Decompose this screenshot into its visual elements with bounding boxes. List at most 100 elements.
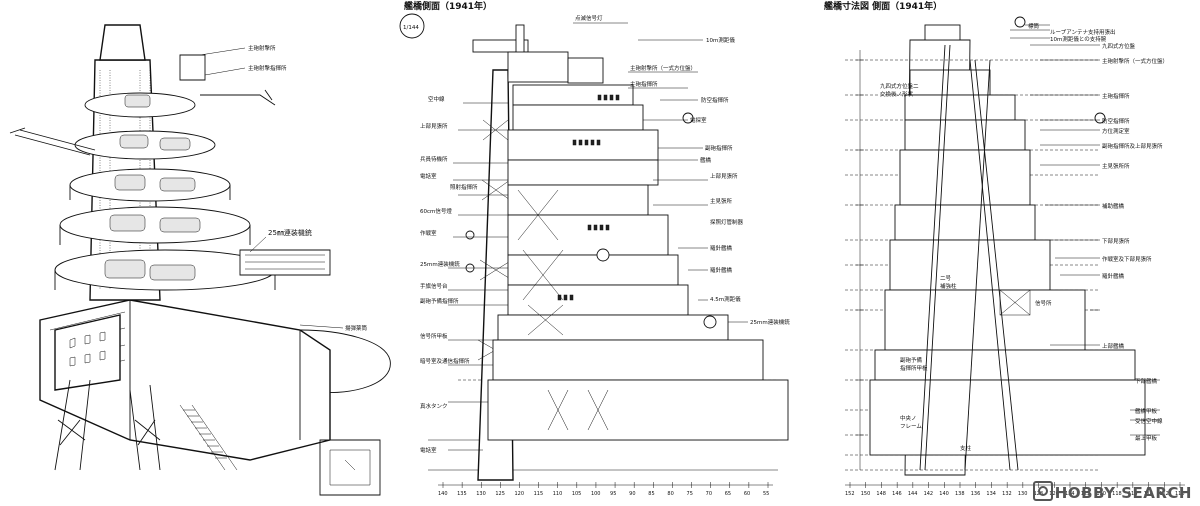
label-l6: 作戦室 bbox=[420, 229, 437, 237]
side-ruler-label: 70 bbox=[706, 491, 712, 497]
label-l11: 暗号室及通信指揮所 bbox=[420, 357, 470, 365]
label-l12: 真水タンク bbox=[420, 402, 448, 410]
side-ruler-label: 80 bbox=[667, 491, 673, 497]
dims-ruler-label: 122 bbox=[1081, 491, 1091, 497]
dlabel-r1: ループアンテナ支持用張出 bbox=[1050, 28, 1115, 36]
dims-ruler-label: 118 bbox=[1112, 491, 1122, 497]
side-ruler-label: 90 bbox=[629, 491, 635, 497]
label-main-gun-director: 主砲射撃指揮所 bbox=[248, 64, 287, 72]
dims-ruler-label: 114 bbox=[1144, 491, 1154, 497]
side-ruler-label: 140 bbox=[438, 491, 448, 497]
side-ruler-label: 105 bbox=[572, 491, 582, 497]
label-r0: 点滅信号灯 bbox=[575, 14, 603, 22]
dims-ruler-label: 152 bbox=[845, 491, 855, 497]
dimension-title: 艦橋寸法図 側面（1941年） bbox=[824, 0, 942, 12]
dlabel-m2: 二号 bbox=[940, 275, 952, 282]
dlabel-m9: 支柱 bbox=[960, 444, 972, 452]
side-ruler: 140 135 130 125 120 115 110 105 100 95 90 85 80 75 70 6… bbox=[438, 482, 769, 497]
dims-ruler-label: 144 bbox=[908, 491, 918, 497]
dims-ruler-label: 112 bbox=[1159, 491, 1169, 497]
label-r8: 上部見張所 bbox=[710, 172, 738, 180]
scale-stamp-text: 1/144 bbox=[403, 25, 419, 31]
label-l9: 副砲予備指揮所 bbox=[420, 297, 459, 305]
dlabel-r2: 10m測距儀との支持腕 bbox=[1050, 35, 1107, 43]
dlabel-r4: 主砲射撃所（一式方位盤） bbox=[1102, 57, 1168, 65]
side-ruler-label: 110 bbox=[553, 491, 563, 497]
label-main-gun-fire-station: 主砲射撃所 bbox=[248, 44, 276, 52]
label-r9: 主見張所 bbox=[710, 197, 733, 205]
dlabel-r9: 主見張所所 bbox=[1102, 162, 1130, 170]
label-r12: 羅針艦橋 bbox=[710, 266, 733, 274]
side-ruler-label: 115 bbox=[534, 491, 544, 497]
dims-ruler-label: 146 bbox=[892, 491, 902, 497]
watermark-text: HOBBY SEARCH bbox=[1054, 484, 1192, 502]
dlabel-r15: 下部艦橋 bbox=[1135, 377, 1158, 385]
dlabel-r11: 下部見張所 bbox=[1102, 237, 1130, 245]
label-r5: 電探室 bbox=[690, 116, 707, 124]
label-r2: 主砲射撃所（一式方位盤） bbox=[630, 64, 696, 72]
side-labels-left: 空中線 上部見張所 兵員待機所 電話室 照射指揮所 60cm信号燈 作戦室 25… bbox=[420, 95, 478, 454]
label-r1: 10m測距儀 bbox=[706, 36, 735, 44]
dims-ruler-label: 148 bbox=[876, 491, 886, 497]
dlabel-r12: 作戦室及下部見張所 bbox=[1102, 255, 1152, 263]
perspective-panel: 主砲射撃所 主砲射撃指揮所 25㎜連装機銃 揚弾薬筒 bbox=[0, 0, 395, 506]
dims-ruler-label: 142 bbox=[924, 491, 934, 497]
label-r14: 25mm連装機銃 bbox=[750, 318, 790, 326]
watermark: HOBBY SEARCH bbox=[1032, 481, 1192, 502]
side-ruler-label: 125 bbox=[495, 491, 505, 497]
dlabel-m1: 交換後ノ形状 bbox=[880, 90, 914, 98]
dims-ruler-label: 140 bbox=[939, 491, 949, 497]
dlabel-r7: 方位測定室 bbox=[1102, 127, 1130, 135]
dlabel-m6: 指揮所甲板 bbox=[900, 364, 928, 372]
side-ruler-label: 100 bbox=[591, 491, 601, 497]
label-r13: 4.5m測距儀 bbox=[710, 295, 741, 303]
side-elevation-panel: 艦橋側面（1941年） 1/144 bbox=[398, 0, 798, 506]
label-r3: 主砲指揮所 bbox=[630, 80, 658, 88]
dims-ruler-label: 124 bbox=[1065, 491, 1075, 497]
perspective-drawing: 主砲射撃所 主砲射撃指揮所 25㎜連装機銃 揚弾薬筒 bbox=[9, 24, 391, 496]
dims-ruler-label: 150 bbox=[861, 491, 871, 497]
side-ruler-label: 95 bbox=[610, 491, 616, 497]
dims-ruler-label: 134 bbox=[986, 491, 996, 497]
label-l3: 電話室 bbox=[420, 172, 437, 180]
label-l1: 上部見張所 bbox=[420, 122, 448, 130]
dims-labels-mid: 九四式方位盤二 交換後ノ形状 二号 補強柱 信号所 副砲予備 指揮所甲板 中央ノ… bbox=[880, 82, 1052, 452]
dlabel-r3: 九四式方位盤 bbox=[1102, 42, 1136, 50]
side-ruler-label: 135 bbox=[457, 491, 467, 497]
label-r10: 探照灯管制器 bbox=[710, 218, 744, 226]
side-elevation-drawing: 艦橋側面（1941年） 1/144 bbox=[399, 0, 790, 497]
dims-ruler-label: 110 bbox=[1175, 491, 1185, 497]
side-ruler-label: 55 bbox=[763, 491, 769, 497]
side-ruler-label: 65 bbox=[725, 491, 731, 497]
label-l5: 60cm信号燈 bbox=[420, 207, 452, 215]
dims-ruler-label: 120 bbox=[1096, 491, 1106, 497]
dlabel-r13: 羅針艦橋 bbox=[1102, 272, 1125, 280]
dims-ruler-label: 136 bbox=[971, 491, 981, 497]
label-l13: 電話室 bbox=[420, 446, 437, 454]
dims-ruler-label: 132 bbox=[1002, 491, 1012, 497]
dlabel-r18: 最上甲板 bbox=[1135, 434, 1158, 442]
dlabel-r16: 艦橋甲板 bbox=[1135, 407, 1158, 415]
side-ruler-label: 75 bbox=[687, 491, 693, 497]
side-ruler-label: 120 bbox=[514, 491, 524, 497]
dlabel-m3: 補強柱 bbox=[940, 282, 957, 290]
side-ruler-label: 85 bbox=[648, 491, 654, 497]
scale-stamp bbox=[399, 13, 425, 39]
side-ruler-label: 130 bbox=[476, 491, 486, 497]
dimension-drawing: 艦橋寸法図 側面（1941年） bbox=[824, 0, 1185, 497]
label-l0: 空中線 bbox=[428, 95, 445, 103]
dimension-panel: 艦橋寸法図 側面（1941年） bbox=[800, 0, 1200, 506]
dlabel-m0: 九四式方位盤二 bbox=[880, 82, 919, 90]
label-r6: 副砲指揮所 bbox=[705, 144, 733, 152]
dlabel-m7: 中央ノ bbox=[900, 414, 917, 422]
label-25mm-aa-gun: 25㎜連装機銃 bbox=[268, 228, 312, 237]
dlabel-r10: 補助艦橋 bbox=[1102, 202, 1125, 210]
label-l4: 照射指揮所 bbox=[450, 183, 478, 191]
dlabel-m5: 副砲予備 bbox=[900, 356, 923, 364]
dims-ruler-label: 126 bbox=[1049, 491, 1059, 497]
hobbysearch-logo-icon bbox=[1032, 481, 1053, 501]
label-ammo-hoist: 揚弾薬筒 bbox=[345, 324, 368, 332]
dlabel-r0: 標筒 bbox=[1028, 22, 1040, 30]
label-r11: 羅針艦橋 bbox=[710, 244, 733, 252]
dlabel-m4: 信号所 bbox=[1035, 299, 1052, 307]
